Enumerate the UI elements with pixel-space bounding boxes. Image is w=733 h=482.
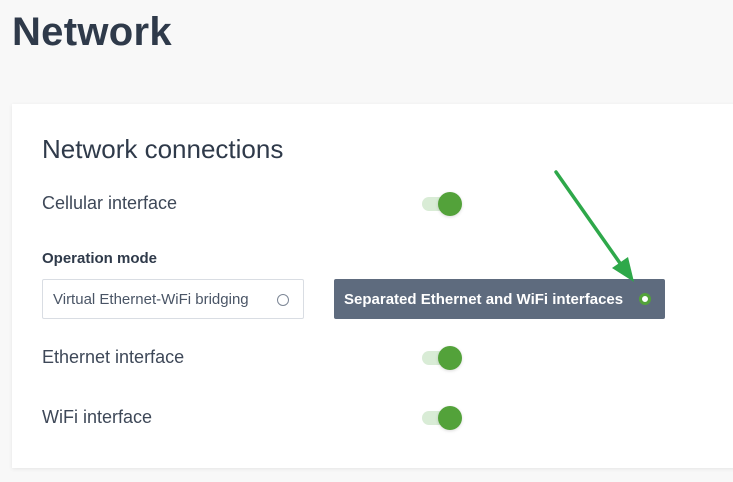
ethernet-interface-label: Ethernet interface — [42, 347, 185, 367]
radio-selected-icon — [639, 293, 651, 305]
network-connections-card: Network connections Cellular interface O… — [12, 104, 733, 468]
wifi-interface-label: WiFi interface — [42, 407, 153, 427]
wifi-interface-toggle[interactable] — [422, 406, 464, 430]
mode-option-label: Virtual Ethernet-WiFi bridging — [53, 290, 249, 308]
mode-option-label: Separated Ethernet and WiFi interfaces — [344, 290, 624, 308]
mode-option-bridging[interactable]: Virtual Ethernet-WiFi bridging — [42, 279, 304, 319]
cellular-interface-label: Cellular interface — [42, 193, 178, 213]
toggle-thumb — [438, 192, 462, 216]
toggle-thumb — [438, 406, 462, 430]
mode-option-separated[interactable]: Separated Ethernet and WiFi interfaces — [334, 279, 665, 319]
page-title: Network — [12, 10, 172, 54]
operation-mode-label: Operation mode — [42, 250, 158, 267]
ethernet-interface-toggle[interactable] — [422, 346, 464, 370]
radio-unselected-icon — [277, 294, 289, 306]
toggle-thumb — [438, 346, 462, 370]
card-title: Network connections — [42, 134, 284, 164]
cellular-interface-toggle[interactable] — [422, 192, 464, 216]
